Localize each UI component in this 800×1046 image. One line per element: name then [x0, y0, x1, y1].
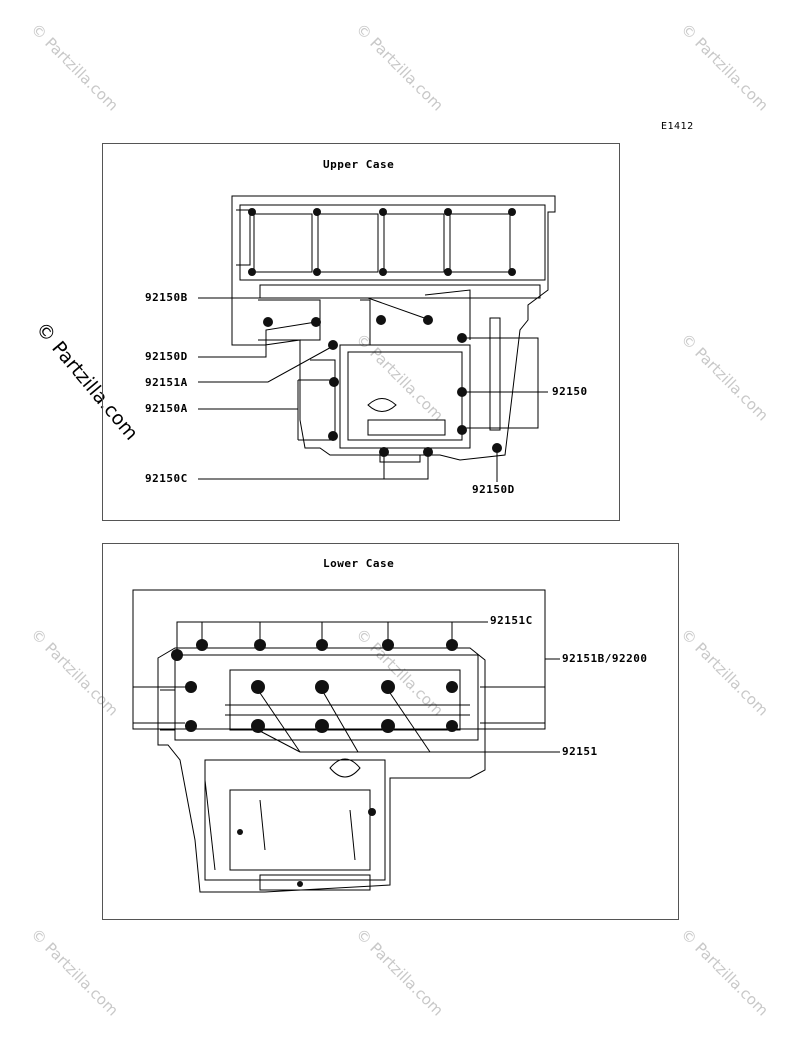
lower-case-panel	[102, 543, 679, 920]
label-92151A: 92151A	[145, 376, 188, 389]
label-92150: 92150	[552, 385, 588, 398]
lower-case-title: Lower Case	[323, 557, 395, 570]
label-92151B-92200: 92151B/92200	[562, 652, 648, 665]
diagram-code: E1412	[661, 121, 694, 132]
label-92151: 92151	[562, 745, 598, 758]
bolts	[171, 208, 516, 887]
label-92150A: 92150A	[145, 402, 188, 415]
label-92150D-bottom: 92150D	[472, 483, 515, 496]
upper-case-title: Upper Case	[323, 158, 395, 171]
upper-case-drawing	[231, 195, 556, 463]
lower-leader-lines	[132, 589, 560, 753]
upper-leader-lines	[198, 297, 548, 482]
label-92150B: 92150B	[145, 291, 188, 304]
upper-case-panel	[102, 143, 620, 521]
label-92150D-left: 92150D	[145, 350, 188, 363]
label-92151C: 92151C	[490, 614, 533, 627]
label-92150C: 92150C	[145, 472, 188, 485]
lower-case-drawing	[157, 647, 486, 893]
